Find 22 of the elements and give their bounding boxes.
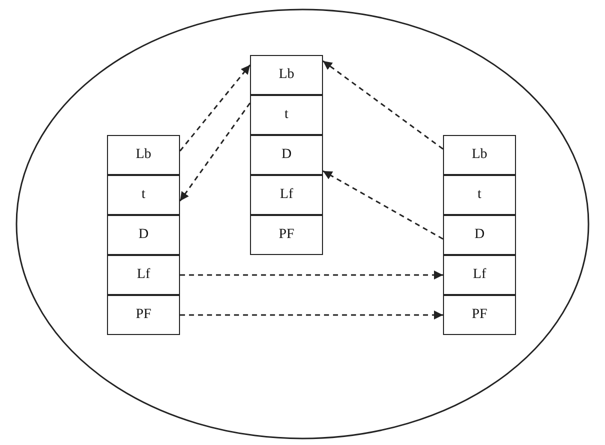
dashed-arrow (322, 170, 444, 240)
dashed-arrow (179, 102, 251, 202)
table-cell: t (250, 95, 323, 135)
dashed-arrow (179, 64, 251, 152)
table-cell: D (250, 135, 323, 175)
dashed-arrow (180, 270, 443, 280)
ellipse-outline (15, 8, 590, 440)
table-cell: Lf (107, 255, 180, 295)
table-cell: PF (443, 295, 516, 335)
table-cell: Lb (250, 55, 323, 95)
table-cell: Lf (443, 255, 516, 295)
table-cell: Lf (250, 175, 323, 215)
table-cell: D (443, 215, 516, 255)
table-cell: t (443, 175, 516, 215)
dashed-arrow (322, 60, 444, 150)
table-cell: Lb (443, 135, 516, 175)
table-cell: t (107, 175, 180, 215)
table-cell: PF (250, 215, 323, 255)
table-cell: D (107, 215, 180, 255)
table-cell: Lb (107, 135, 180, 175)
table-cell: PF (107, 295, 180, 335)
dashed-arrow (180, 310, 443, 320)
